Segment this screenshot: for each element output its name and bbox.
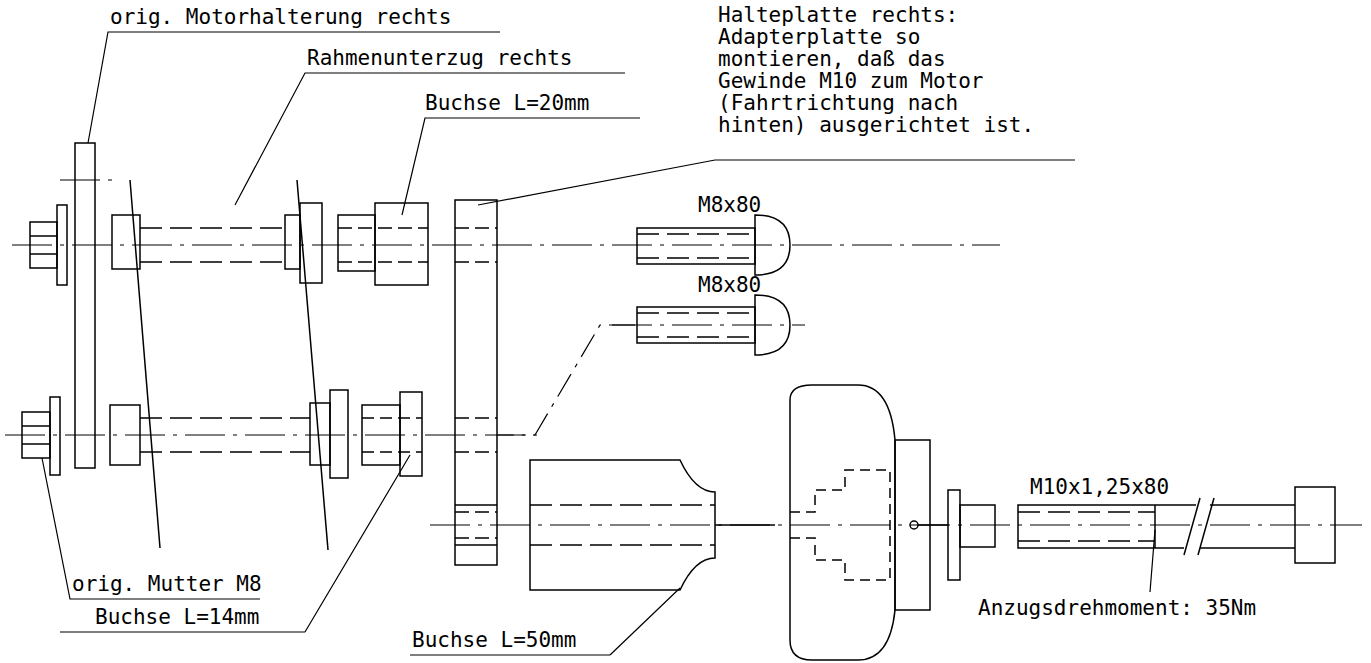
torque-note: Anzugsdrehmoment: 35Nm xyxy=(978,597,1256,619)
bracket-plate xyxy=(75,143,95,468)
assembly-note: Halteplatte rechts: Adapterplatte so mon… xyxy=(718,4,1040,136)
part-name: orig. Motorhalterung rechts xyxy=(110,6,451,28)
bushing xyxy=(362,392,422,476)
part-name: M8x80 xyxy=(698,194,761,216)
bushing xyxy=(338,203,428,285)
part-name: Buchse L=50mm xyxy=(412,629,576,651)
part-name: M10x1,25x80 xyxy=(1030,476,1169,498)
center-lines xyxy=(5,180,1362,525)
holding-plate xyxy=(455,200,497,565)
part-name: Rahmenunterzug rechts xyxy=(307,47,573,69)
washer xyxy=(948,490,995,580)
frame-bushing xyxy=(110,203,348,478)
part-name: M8x80 xyxy=(698,274,761,296)
part-name: Buchse L=20mm xyxy=(425,92,589,114)
part-name: orig. Mutter M8 xyxy=(72,573,262,595)
bushing xyxy=(530,460,775,590)
hub-part xyxy=(790,385,948,660)
bolt-symbol xyxy=(1018,487,1335,563)
nut-symbol xyxy=(22,205,67,475)
frame-member xyxy=(130,180,328,550)
bolt-symbol xyxy=(637,215,790,355)
part-name: Buchse L=14mm xyxy=(95,606,259,628)
